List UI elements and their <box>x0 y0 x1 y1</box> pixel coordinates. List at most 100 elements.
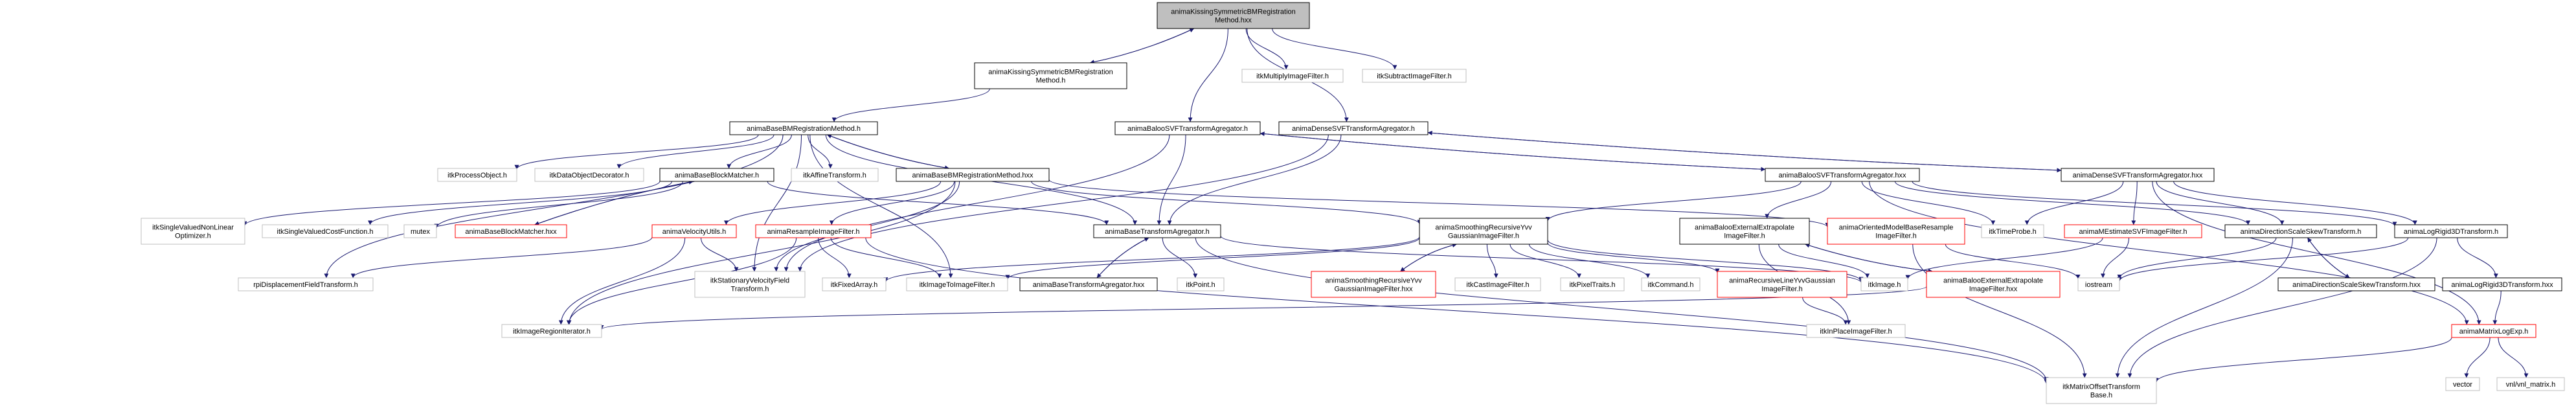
dependency-edges <box>242 28 2529 384</box>
node-mle[interactable]: animaMatrixLogExp.h <box>2451 324 2536 338</box>
node-box <box>1454 277 1541 291</box>
node-box <box>1679 218 1810 245</box>
node-dsst-hxx[interactable]: animaDirectionScaleSkewTransform.hxx <box>2277 277 2435 291</box>
node-label: animaMatrixLogExp.h <box>2459 328 2528 336</box>
edge-root-to-itk_mul <box>1245 28 1289 70</box>
node-box <box>1765 168 1920 182</box>
node-bbm-hxx[interactable]: animaBaseBlockMatcher.hxx <box>455 224 567 238</box>
edge-baloo_hxx-to-smooth_h <box>1545 181 1802 222</box>
node-label: animaVelocityUtils.h <box>662 228 726 236</box>
node-ombr[interactable]: animaOrientedModelBaseResampleImageFilte… <box>1827 218 1965 245</box>
node-label: vector <box>2453 381 2472 389</box>
node-label: animaSmoothingRecursiveYvv <box>1435 224 1532 232</box>
node-box <box>1827 218 1965 245</box>
node-itk-ipi: itkInPlaceImageFilter.h <box>1806 324 1906 338</box>
node-box <box>651 224 737 238</box>
node-itk-fa: itkFixedArray.h <box>822 277 887 291</box>
edge-mest-to-itk_img <box>1905 237 2103 280</box>
node-box <box>1114 121 1261 135</box>
node-bbmrm-hxx[interactable]: animaBaseBMRegistrationMethod.hxx <box>896 168 1050 182</box>
edge-resample-to-itk_mot <box>865 237 2049 384</box>
node-label: Method.hxx <box>1215 17 1252 25</box>
edge-dense_hxx-to-itk_tp <box>2024 181 2124 225</box>
node-resample[interactable]: animaResampleImageFilter.h <box>755 224 872 238</box>
edge-lr3d_h-to-lr3d_hxx <box>2457 237 2498 279</box>
node-dense-hxx[interactable]: animaDenseSVFTransformAgregator.hxx <box>2061 168 2215 182</box>
node-label: animaBaseBMRegistrationMethod.hxx <box>912 172 1034 179</box>
node-label: animaLogRigid3DTransform.hxx <box>2451 281 2553 289</box>
node-box <box>896 168 1050 182</box>
node-dense-h[interactable]: animaDenseSVFTransformAgregator.h <box>1278 121 1429 135</box>
node-itk-pt2: itkPoint.h <box>1177 277 1225 291</box>
node-box <box>1362 69 1467 83</box>
node-label: itkPoint.h <box>1186 281 1215 289</box>
edge-smooth_h-to-itk_fa <box>883 236 1420 282</box>
node-bta-h[interactable]: animaBaseTransformAgregator.h <box>1093 224 1221 238</box>
edge-vel-to-rpi <box>350 236 653 279</box>
node-label: itkStationaryVelocityField <box>710 277 789 285</box>
node-label: itkImage.h <box>1868 281 1901 289</box>
node-label: itkPixelTraits.h <box>1569 281 1615 289</box>
node-bbm-h[interactable]: animaBaseBlockMatcher.h <box>659 168 774 182</box>
node-lr3d-hxx[interactable]: animaLogRigid3DTransform.hxx <box>2442 277 2562 291</box>
node-label: animaBalooExternalExtrapolate <box>1695 224 1794 232</box>
node-box <box>1019 277 1158 291</box>
node-bext-h[interactable]: animaBalooExternalExtrapolateImageFilter… <box>1679 218 1810 245</box>
node-rlyvv[interactable]: animaRecursiveLineYvvGaussianImageFilter… <box>1717 271 1847 298</box>
node-itk-tp: itkTimeProbe.h <box>1981 224 2044 238</box>
node-baloo-hxx[interactable]: animaBalooSVFTransformAgregator.hxx <box>1765 168 1920 182</box>
node-box <box>437 168 517 182</box>
node-itk-iti: itkImageToImageFilter.h <box>906 277 1008 291</box>
node-label: itkMatrixOffsetTransform <box>2062 383 2140 391</box>
edge-smooth_h-to-itk_cmd <box>1528 244 1651 279</box>
node-lr3d-h[interactable]: animaLogRigid3DTransform.h <box>2394 224 2508 238</box>
node-label: animaDirectionScaleSkewTransform.h <box>2241 228 2362 236</box>
node-smooth-hxx[interactable]: animaSmoothingRecursiveYvvGaussianImageF… <box>1311 271 1436 298</box>
edge-dense_hxx-to-dense_h <box>1427 130 2062 171</box>
edge-resample-to-itk_fa <box>818 237 852 279</box>
node-label: ImageFilter.h <box>1761 286 1803 293</box>
node-box <box>141 218 245 245</box>
node-ksm-h[interactable]: animaKissingSymmetricBMRegistrationMetho… <box>974 62 1127 89</box>
edge-bta_h-to-bta_hxx <box>1096 237 1149 279</box>
node-box <box>1641 277 1700 291</box>
edge-bbmrm_hxx-to-resample <box>829 181 955 225</box>
edge-bbmrm_hxx-to-ombr <box>1048 179 1830 227</box>
node-itk-cast: itkCastImageFilter.h <box>1454 277 1541 291</box>
edge-root-to-ksm_h <box>1089 28 1195 65</box>
edge-smooth_h-to-rlyvv <box>1547 242 1720 273</box>
node-label: Optimizer.h <box>175 233 211 240</box>
node-bext-hxx[interactable]: animaBalooExternalExtrapolateImageFilter… <box>1926 271 2061 298</box>
edge-bbmrm_h-to-bbmrm_hxx <box>827 134 950 170</box>
edge-bbmrm_h-to-itk_iti <box>809 134 953 279</box>
edge-bbmrm_h-to-itk_aff <box>808 134 833 169</box>
edge-dense_hxx-to-lr3d_h <box>2173 181 2417 225</box>
node-label: rpiDisplacementFieldTransform.h <box>253 281 358 289</box>
node-baloo-h[interactable]: animaBalooSVFTransformAgregator.h <box>1114 121 1261 135</box>
node-itk-dod: itkDataObjectDecorator.h <box>534 168 644 182</box>
node-box <box>1177 277 1225 291</box>
node-root[interactable]: animaKissingSymmetricBMRegistrationMetho… <box>1157 2 1310 29</box>
node-box <box>906 277 1008 291</box>
node-label: ImageFilter.h <box>1724 233 1765 240</box>
node-dsst-h[interactable]: animaDirectionScaleSkewTransform.h <box>2224 224 2377 238</box>
node-label: animaBaseTransformAgregator.h <box>1105 228 1210 236</box>
node-box <box>2277 277 2435 291</box>
node-bta-hxx[interactable]: animaBaseTransformAgregator.hxx <box>1019 277 1158 291</box>
edge-lr3d_h-to-iostream <box>2117 237 2409 282</box>
node-label: ImageFilter.h <box>1875 233 1917 240</box>
node-label: itkSubtractImageFilter.h <box>1377 73 1452 80</box>
edge-bta_hxx-to-bta_h <box>1096 237 1149 279</box>
node-mest[interactable]: animaMEstimateSVFImageFilter.h <box>2064 224 2202 238</box>
node-label: animaRecursiveLineYvvGaussian <box>1729 277 1835 285</box>
node-bbmrm-h[interactable]: animaBaseBMRegistrationMethod.h <box>729 121 878 135</box>
node-box <box>1806 324 1906 338</box>
node-smooth-h[interactable]: animaSmoothingRecursiveYvvGaussianImageF… <box>1419 218 1548 245</box>
edge-baloo_h-to-bta_h <box>1157 134 1186 225</box>
node-box <box>1419 218 1548 245</box>
node-itk-aff: itkAffineTransform.h <box>791 168 879 182</box>
node-vel[interactable]: animaVelocityUtils.h <box>651 224 737 238</box>
node-label: animaBaseBMRegistrationMethod.h <box>747 125 861 133</box>
